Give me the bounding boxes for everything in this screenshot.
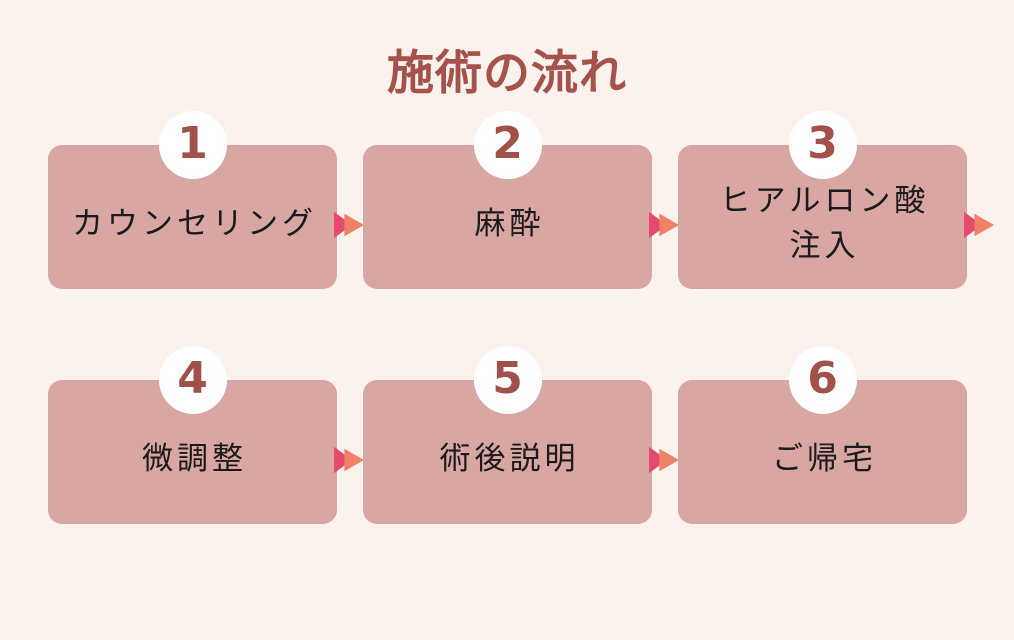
step-card: 6 ご帰宅: [678, 346, 967, 524]
next-arrow-icon: [649, 446, 680, 474]
next-arrow-icon: [649, 211, 680, 239]
step-label: ヒアルロン酸 注入: [719, 183, 930, 264]
step-label: カウンセリング: [72, 205, 317, 242]
step-number-badge: 4: [158, 346, 227, 414]
step-number-badge: 1: [158, 111, 227, 179]
step-card: 5 術後説明: [363, 346, 652, 524]
step-label: 術後説明: [439, 440, 580, 477]
step-number: 5: [492, 353, 523, 404]
next-arrow-icon: [964, 211, 995, 239]
step-card: 3 ヒアルロン酸 注入: [678, 111, 967, 289]
step-card: 2 麻酔: [363, 111, 652, 289]
step-number: 3: [807, 118, 838, 169]
page-title: 施術の流れ: [387, 46, 627, 101]
step-number-badge: 6: [788, 346, 857, 414]
step-number-badge: 3: [788, 111, 857, 179]
step-card: 4 微調整: [48, 346, 337, 524]
step-label: 微調整: [142, 440, 247, 477]
next-arrow-icon: [334, 446, 365, 474]
step-label: 麻酔: [474, 205, 545, 242]
step-number: 1: [177, 118, 208, 169]
step-label: ご帰宅: [772, 440, 877, 477]
step-number: 6: [807, 353, 838, 404]
step-number-badge: 2: [473, 111, 542, 179]
step-number: 2: [492, 118, 523, 169]
step-number: 4: [177, 353, 208, 404]
step-number-badge: 5: [473, 346, 542, 414]
next-arrow-icon: [334, 211, 365, 239]
step-card: 1 カウンセリング: [48, 111, 337, 289]
